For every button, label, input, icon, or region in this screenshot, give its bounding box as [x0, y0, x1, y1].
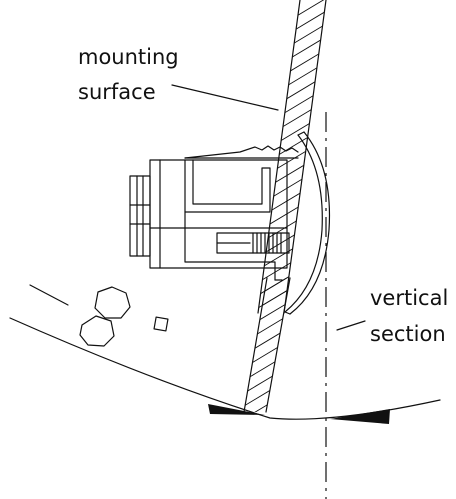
vertical-leader-line — [336, 320, 366, 331]
mounting-leader-line — [171, 84, 279, 111]
ground-line-upper — [29, 284, 69, 306]
left-angle-arrow — [208, 404, 265, 415]
mounting-label-line2: surface — [78, 80, 156, 104]
pebble-small — [153, 316, 169, 332]
vertical-label-line1: vertical — [370, 286, 448, 310]
camera-body — [129, 145, 299, 281]
pebble-medium — [79, 315, 115, 347]
wall-hatching-lower — [244, 278, 290, 412]
right-angle-arrow — [330, 409, 390, 424]
mounting-surface-label: mounting surface — [78, 45, 179, 104]
mounting-label-line1: mounting — [78, 45, 179, 69]
pebble-large — [94, 286, 131, 319]
vertical-label-line2: section — [370, 322, 446, 346]
vertical-section-label: vertical section — [370, 286, 448, 346]
mounting-surface-wall — [243, 0, 327, 413]
housing-cover — [284, 131, 331, 315]
front-ring — [129, 175, 151, 257]
